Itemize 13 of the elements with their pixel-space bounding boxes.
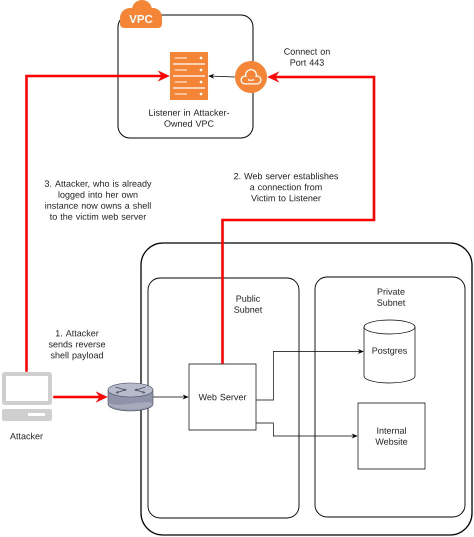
database-cylinder: Postgres: [364, 320, 416, 384]
edge-label: 3. Attacker, who is already logged into her own instance now owns a shell to the victim web server: [44, 180, 152, 220]
container-box: [140, 242, 473, 536]
edge-label: 1. Attacker sends reverse shell payload: [48, 330, 106, 360]
router-icon: [108, 382, 154, 412]
group-badge: VPC: [120, 0, 162, 28]
process-box: Web Server: [188, 364, 256, 430]
icon-caption: Attacker: [10, 432, 43, 440]
process-box: Internal Website: [358, 402, 426, 470]
icon-caption: Listener in Attacker-Owned VPC: [149, 109, 230, 127]
edge-label: 2. Web server establishes a connection from Victim to Listener: [234, 172, 338, 202]
note: Connect on Port 443: [284, 48, 330, 66]
cloud-icon: [235, 61, 267, 93]
